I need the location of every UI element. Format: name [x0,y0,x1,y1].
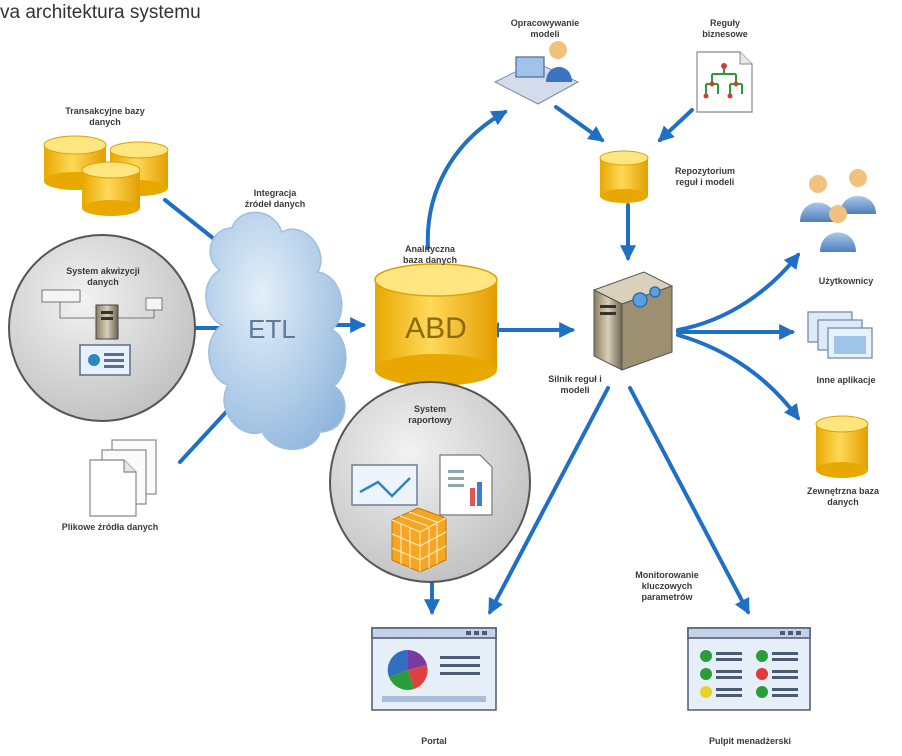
arrow-abd-to-model-dev [425,110,508,250]
portal-window-icon [371,627,497,711]
etl-cloud-icon [205,211,347,450]
status-indicators-icon [700,650,798,698]
gear-icon [632,292,648,308]
reporting-system-group [329,381,531,583]
label-dashboard: Pulpit menadżerski [708,736,792,746]
rules-engine-server-icon [592,271,674,371]
sensor-device-icon [145,297,163,311]
olap-cube-icon [391,507,447,573]
arrow-engine-to-portal [488,386,610,615]
business-rules-icon [696,51,753,113]
arrow-files-to-etl [178,408,230,464]
users-icon [800,169,876,252]
label-etl-integration: Integracja źródeł danych [244,188,306,209]
page-title: va architektura systemu [0,2,201,23]
label-rules-engine: Silnik reguł i modeli [548,374,602,395]
files-icon [89,439,157,517]
rules-repository-icon [599,150,649,203]
dashboard-window-icon [687,627,811,711]
label-acquisition-system: System akwizycji danych [66,266,140,287]
other-apps-icon [807,311,873,359]
pie-chart-icon [387,649,428,691]
external-db-icon [815,415,869,478]
arrow-engine-to-extdb [676,333,800,421]
label-model-development: Opracowywanie modeli [510,18,580,39]
sensor-device-icon [41,289,81,303]
acquisition-system-group [8,234,196,422]
gear-icon [649,286,661,298]
monitor-screen-icon [79,344,131,376]
arrow-engine-to-users [676,252,800,332]
label-rules-repository: Repozytorium reguł i modeli [674,166,735,187]
label-portal: Portal [421,736,447,746]
label-kpi-monitoring: Monitorowanie kluczowych parametrów [635,570,699,602]
label-analytical-db: Analityczna baza danych [402,244,458,265]
label-transactional-db: Transakcyjne bazy danych [65,106,145,127]
label-users: Użytkownicy [818,276,874,286]
label-abd: ABD [405,312,467,345]
model-development-icon [493,41,580,105]
label-reporting-system: System raportowy [408,404,452,425]
transactional-db-icon [43,135,169,216]
line-chart-icon [351,464,418,506]
report-document-icon [439,454,493,516]
arrow-engine-to-dashboard [628,386,750,615]
arrow-model-dev-to-repo [554,105,605,142]
label-business-rules: Reguły biznesowe [702,18,748,39]
abd-cylinder-icon [374,263,498,386]
label-external-db: Zewnętrzna baza danych [806,486,880,507]
label-file-sources: Plikowe źródła danych [61,522,159,532]
server-icon [95,304,119,340]
arrow-rules-to-repo [657,108,694,143]
connector-arrows [163,105,800,616]
label-other-apps: Inne aplikacje [816,375,876,385]
label-etl: ETL [248,314,296,344]
